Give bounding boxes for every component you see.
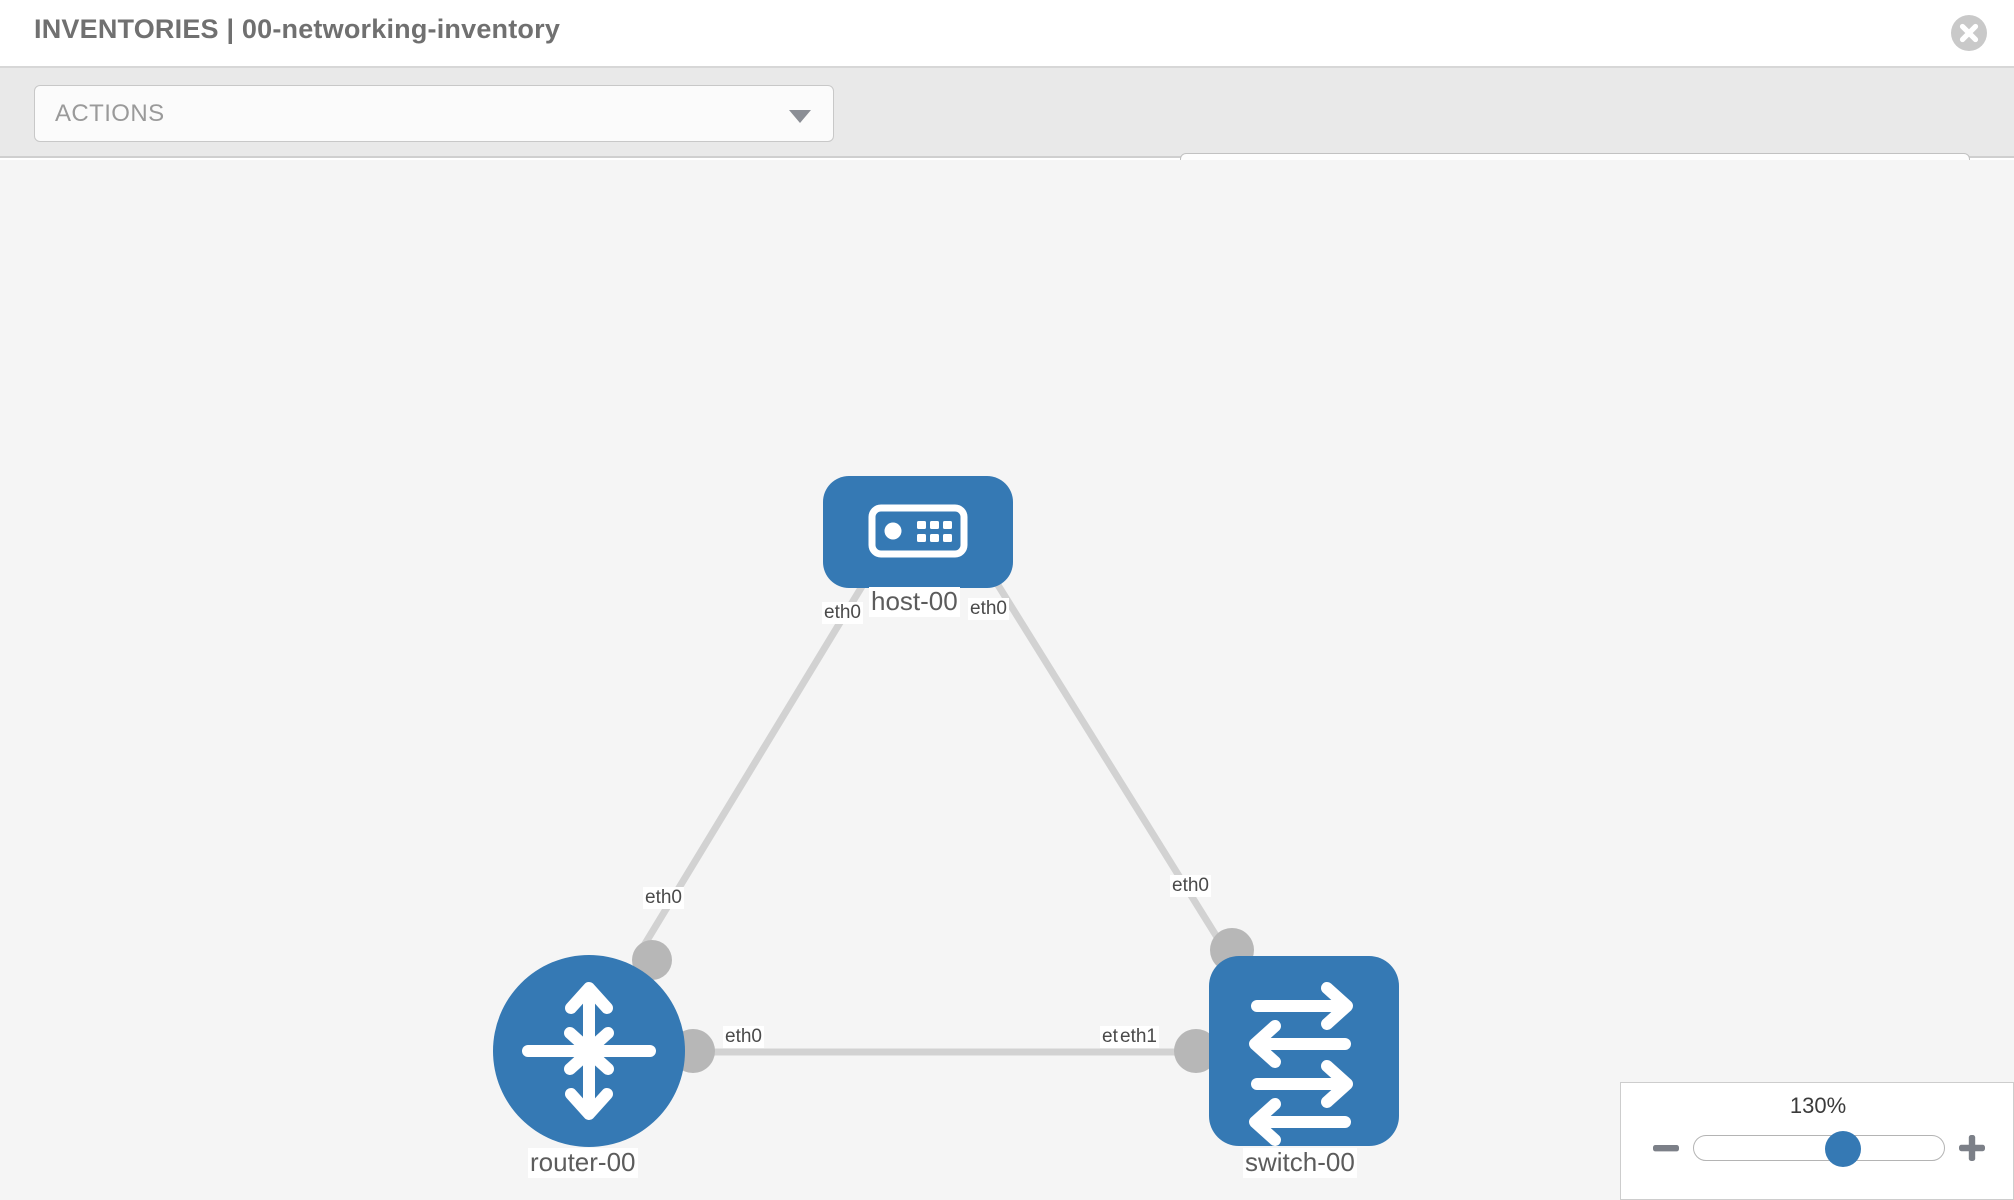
node-switch-00[interactable]: [1209, 956, 1399, 1146]
plus-icon[interactable]: [1955, 1131, 1989, 1165]
chevron-down-icon: [789, 110, 811, 123]
actions-dropdown-label: ACTIONS: [55, 100, 165, 127]
zoom-slider-track[interactable]: [1693, 1131, 1945, 1167]
node-host-00[interactable]: [823, 476, 1013, 588]
zoom-slider-thumb[interactable]: [1825, 1131, 1861, 1167]
edge-label-switch-left-b: eth1: [1118, 1026, 1159, 1048]
zoom-level-value: 130%: [1789, 1093, 1847, 1118]
close-icon[interactable]: [1948, 12, 1990, 54]
node-router-00[interactable]: [493, 955, 685, 1147]
edge-label-host-right: eth0: [968, 598, 1009, 620]
connector-switch-left: [1174, 1029, 1218, 1073]
node-label-router-00: router-00: [528, 1147, 638, 1178]
node-label-host-00: host-00: [869, 586, 960, 617]
zoom-control-panel: 130%: [1620, 1082, 2014, 1200]
topology-graph: [493, 476, 1399, 1147]
node-label-switch-00: switch-00: [1243, 1147, 1357, 1178]
edge-label-router-right: eth0: [723, 1026, 764, 1048]
page-header: INVENTORIES | 00-networking-inventory: [0, 0, 2014, 68]
minus-icon[interactable]: [1649, 1131, 1683, 1165]
edge-label-switch-up: eth0: [1170, 875, 1211, 897]
topology-canvas[interactable]: eth0 eth0 eth0 eth0 eth0 eth eth1 host-0…: [0, 160, 2014, 1200]
toolbar: ACTIONS: [0, 68, 2014, 210]
edge-label-host-left: eth0: [822, 602, 863, 624]
edge-label-router-up: eth0: [643, 887, 684, 909]
connector-router-top: [632, 940, 672, 980]
actions-dropdown[interactable]: ACTIONS: [34, 85, 834, 142]
page-title: INVENTORIES | 00-networking-inventory: [34, 14, 561, 44]
